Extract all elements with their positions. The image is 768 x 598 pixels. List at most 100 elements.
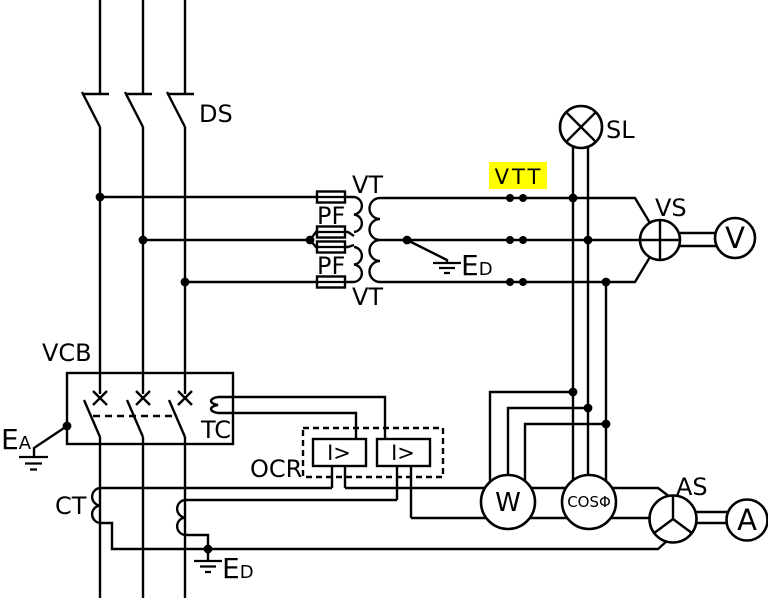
vt1-secondary-coil [368, 196, 381, 242]
voltmeter: V [713, 216, 757, 260]
w-voltage-branch-3 [523, 422, 606, 492]
ds-switch [80, 91, 194, 128]
junction-dot [601, 419, 611, 429]
tc-wire-bottom [218, 411, 358, 439]
ct3-coil [176, 498, 186, 537]
voltage-wiring [488, 146, 608, 492]
junction-dot [305, 235, 315, 245]
vcb-blade-1 [82, 399, 102, 438]
wattmeter-circle-icon [479, 473, 537, 531]
vtt-terminal-dot [506, 278, 514, 286]
junction-dot [95, 192, 105, 202]
ammeter-label: A [737, 503, 757, 537]
vtt-terminal-dot [519, 236, 527, 244]
vcb-contact-x-2 [135, 390, 151, 406]
junction-dot [203, 544, 213, 554]
as-to-ammeter-link [696, 510, 728, 525]
vs-selector-switch [638, 218, 682, 262]
power-factor-circle-icon [560, 473, 618, 531]
vt-secondary-line-top [380, 196, 652, 224]
vs-cross-icon [639, 219, 681, 261]
ocr-dashed-box [301, 426, 445, 479]
ed-ct-ground-label: ED [222, 552, 254, 585]
junction-dot [583, 403, 593, 413]
vt-secondary-line-bot [380, 256, 652, 284]
junction-dot [601, 277, 611, 287]
relay-box-right [375, 437, 432, 468]
vt2-primary-coil [353, 245, 363, 284]
relay-right-label: I> [391, 441, 415, 465]
junction-dot [568, 387, 578, 397]
vcb-box [65, 371, 235, 446]
relay-right-leads [395, 466, 413, 518]
vtt-terminal-dot [519, 194, 527, 202]
w-voltage-branch-1 [488, 390, 573, 492]
ct3-secondary-bottom [185, 533, 210, 549]
wattmeter-label: W [495, 488, 521, 518]
ammeter: A [725, 498, 768, 542]
ct-common-return [100, 521, 669, 551]
ds-label: DS [199, 100, 233, 128]
vt1-primary-coil [353, 195, 363, 234]
junction-dot [180, 277, 190, 287]
ds-blade-1 [80, 91, 102, 128]
power-factor-label: COSΦ [567, 493, 611, 511]
lamp-cross-icon [565, 111, 597, 143]
junction-dot [62, 421, 72, 431]
wattmeter: W [479, 473, 537, 531]
tc-label: TC [200, 416, 231, 444]
ds-blade-2 [123, 91, 145, 128]
ea-ground-symbol [19, 455, 48, 471]
ed-ct-ground-symbol [194, 559, 222, 574]
ocr-label: OCR [250, 455, 302, 483]
ed-vt-ground-label: ED [461, 249, 493, 282]
junction-dot [402, 235, 412, 245]
vtt-label[interactable]: VTT [495, 165, 544, 189]
vtt-highlight-box[interactable] [489, 162, 547, 189]
vs-to-voltmeter-link [680, 231, 716, 248]
voltmeter-circle-icon [713, 216, 757, 260]
vtt-terminal-dot [519, 278, 527, 286]
vcb-breaker [19, 371, 387, 471]
vs-label: VS [655, 194, 687, 222]
vcb-label: VCB [42, 339, 92, 367]
tc-coil [209, 395, 219, 415]
vt2-secondary-coil [368, 238, 381, 284]
relay-left-label: I> [327, 441, 351, 465]
vtt-highlight[interactable]: VTT [489, 162, 547, 189]
vcb-contact-x-3 [177, 390, 193, 406]
vtt-terminal-dots [506, 194, 527, 286]
vcb-blade-2 [125, 399, 145, 438]
relay-left-leads [330, 466, 347, 488]
ammeter-selector-y-icon [652, 496, 694, 535]
sl-label: SL [606, 116, 635, 144]
vt-ground-symbol [433, 261, 461, 275]
tc-wire-top [218, 395, 387, 439]
bus-lines [98, 0, 187, 598]
vt-bottom-label: VT [352, 283, 383, 311]
pf-bottom-label: PF [317, 252, 345, 280]
vt-ground-lead [406, 238, 449, 262]
ea-ground-label: EA [1, 423, 32, 456]
ea-ground-lead [32, 425, 68, 457]
vt-branch [100, 190, 652, 289]
ds-blade-3 [165, 91, 187, 128]
power-factor-meter: COSΦ [560, 473, 618, 531]
ct-label: CT [55, 492, 87, 520]
vtt-terminal-dot [506, 236, 514, 244]
junction-dot [568, 193, 578, 203]
junction-dots [62, 192, 611, 554]
current-line-1 [345, 486, 671, 498]
pf-top-label: PF [317, 202, 345, 230]
ammeter-selector [648, 494, 698, 544]
vcb-contact-x-1 [92, 390, 108, 406]
relay-box-left [311, 437, 368, 468]
vtt-terminal-dot [506, 194, 514, 202]
ocr-relay-group [301, 426, 445, 518]
sl-lamp [558, 104, 604, 150]
as-label: AS [676, 473, 708, 501]
junction-dot [138, 235, 148, 245]
vt-top-label: VT [352, 171, 383, 199]
voltmeter-label: V [725, 221, 745, 255]
